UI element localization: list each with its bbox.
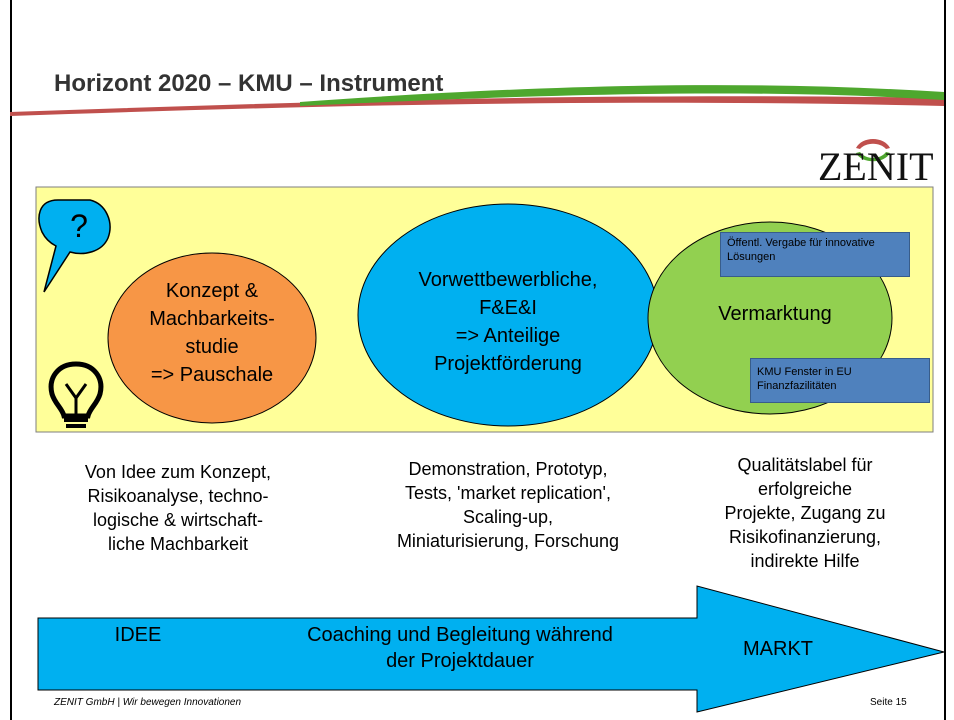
arrow-label-market: MARKT — [743, 638, 813, 660]
zenit-logo: ZENIT — [818, 134, 934, 189]
footer-company: ZENIT GmbH | Wir bewegen Innovationen — [54, 697, 242, 708]
slide-border-right — [944, 0, 946, 720]
arrow-label-idea: IDEE — [114, 624, 162, 646]
arrow-label-coaching: Coaching und Begleitung während der Proj… — [307, 624, 613, 672]
note-sme-window: KMU Fenster in EU Finanzfazilitäten — [750, 358, 930, 403]
phase-label-market: Vermarktung — [718, 303, 832, 325]
description-rd: Demonstration, Prototyp, Tests, 'market … — [396, 459, 620, 551]
phase-ellipse-concept — [107, 252, 317, 424]
process-arrow — [37, 585, 945, 713]
footer-page-number: Seite 15 — [870, 697, 907, 708]
phase-label-concept: Konzept & Machbarkeits- studie => Pausch… — [149, 280, 275, 386]
page-title: Horizont 2020 – KMU – Instrument — [54, 70, 444, 97]
description-concept: Von Idee zum Konzept, Risikoanalyse, tec… — [84, 462, 272, 554]
question-mark: ? — [70, 208, 88, 244]
note-public-procurement: Öffentl. Vergabe für innovative Lösungen — [720, 232, 910, 277]
title-swoosh — [10, 85, 944, 116]
description-market: Qualitätslabel für erfolgreiche Projekte… — [724, 455, 886, 571]
slide-border-left — [10, 0, 12, 720]
speech-bubble-icon — [38, 199, 111, 293]
lightbulb-icon — [48, 361, 104, 428]
logo-mark-icon — [856, 139, 890, 162]
logo-text: ZENIT — [818, 144, 934, 189]
phase-label-rd: Vorwettbewerbliche, F&E&I => Anteilige P… — [418, 269, 598, 375]
